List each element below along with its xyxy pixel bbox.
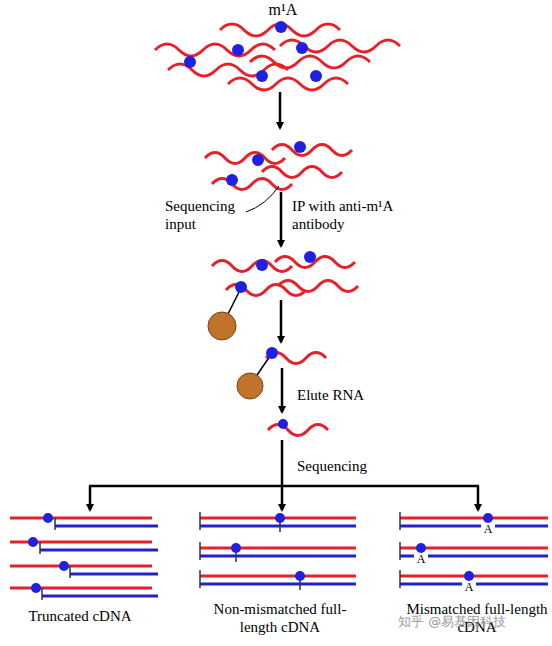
- m1a-dots: [235, 251, 316, 293]
- cdna-line: [200, 555, 356, 558]
- flow-arrow: [280, 300, 283, 342]
- end-tick: [399, 512, 401, 530]
- m1a-dot: [256, 70, 268, 82]
- step-label: Sequencing: [297, 457, 397, 475]
- truncated-panel: [10, 513, 158, 600]
- panel-caption: Truncated cDNA: [5, 607, 155, 625]
- m1a-dot: [31, 583, 41, 593]
- mismatch-base: A: [462, 581, 476, 593]
- m1a-dot: [294, 141, 306, 153]
- m1a-dot: [483, 513, 493, 523]
- flow-arrow: [477, 486, 480, 510]
- m1a-dot: [43, 513, 53, 523]
- m1a-dot: [304, 251, 316, 263]
- cdna-line: [200, 583, 356, 586]
- end-tick: [399, 570, 401, 588]
- cdna-line: [70, 573, 158, 576]
- end-tick: [199, 512, 201, 530]
- stop-tick: [69, 566, 71, 578]
- m1a-dot: [252, 154, 264, 166]
- m1a-dot: [310, 70, 322, 82]
- stop-tick: [54, 518, 56, 530]
- full-length-panel: [200, 512, 356, 590]
- rna-strand: [272, 145, 352, 156]
- end-tick: [199, 542, 201, 560]
- flow-line: [89, 485, 479, 488]
- m1a-dot: [275, 513, 285, 523]
- leader-line: [246, 186, 279, 212]
- rna-line: [200, 575, 356, 578]
- rna-strand: [278, 281, 358, 292]
- rna-strand: [205, 153, 285, 164]
- flow-line: [281, 440, 284, 486]
- rna-fragments: [212, 257, 358, 296]
- rna-line: [10, 517, 152, 520]
- m1a-dot: [231, 543, 241, 553]
- m1a-dot: [59, 561, 69, 571]
- m1a-dot: [275, 21, 287, 33]
- antibody-bead: [208, 312, 236, 340]
- m1a-dot: [278, 419, 288, 429]
- rna-line: [400, 517, 548, 520]
- end-tick: [199, 570, 201, 588]
- stop-tick: [41, 588, 43, 600]
- rna-strand: [212, 179, 292, 190]
- m1a-dot: [256, 259, 268, 271]
- rna-strand: [262, 167, 342, 178]
- watermark: 知乎 @易基因科技: [398, 614, 552, 630]
- m1a-dot: [28, 537, 38, 547]
- flow-arrow: [281, 486, 284, 510]
- m1a-dot: [296, 42, 308, 54]
- m1a-dot: [184, 56, 196, 68]
- cdna-line: [40, 549, 158, 552]
- m1a-dot: [416, 543, 426, 553]
- m1a-dots: [226, 141, 306, 186]
- mismatch-panel: [400, 512, 548, 588]
- stop-tick: [39, 542, 41, 554]
- mismatch-base: A: [481, 523, 495, 535]
- rna-strand: [228, 78, 348, 90]
- mismatch-base: A: [414, 553, 428, 565]
- panel-caption: Non-mismatched full-length cDNA: [205, 600, 355, 636]
- cdna-line: [42, 595, 158, 598]
- end-tick: [399, 542, 401, 560]
- m1a-dot: [464, 571, 474, 581]
- step-label: IP with anti-m¹A antibody: [292, 197, 422, 233]
- rna-strand: [212, 261, 292, 272]
- modification-label: m¹A: [258, 0, 308, 19]
- cdna-line: [200, 525, 356, 528]
- antibody-bead: [237, 373, 263, 399]
- rna-cluster: [155, 24, 400, 90]
- flow-arrow: [281, 368, 284, 412]
- rna-fragments: [205, 145, 352, 190]
- flow-arrow: [280, 192, 283, 246]
- rna-strand: [155, 44, 275, 56]
- rna-line: [200, 547, 356, 550]
- m1a-dot: [226, 174, 238, 186]
- input-label: Sequencing input: [165, 197, 245, 233]
- cdna-line: [400, 525, 548, 528]
- rna-strand: [250, 56, 370, 68]
- m1a-dot: [235, 281, 247, 293]
- step-label: Elute RNA: [297, 386, 397, 404]
- rna-strand: [268, 425, 328, 436]
- flow-arrow: [279, 92, 282, 128]
- m1a-dot: [295, 571, 305, 581]
- m1a-dots: [184, 21, 322, 82]
- flow-arrow: [89, 486, 92, 510]
- m1a-dot: [232, 44, 244, 56]
- cdna-line: [55, 525, 158, 528]
- rna-line: [10, 565, 152, 568]
- m1a-dot: [266, 347, 278, 359]
